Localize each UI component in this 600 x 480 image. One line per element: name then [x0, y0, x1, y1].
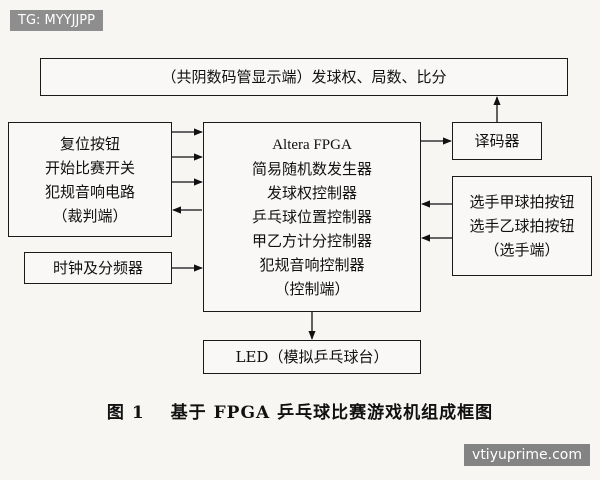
fpga-line: （控制端）: [274, 280, 350, 298]
referee-box: 复位按钮 开始比赛开关 犯规音响电路 （裁判端）: [8, 122, 172, 237]
clock-box-lines: 时钟及分频器: [53, 256, 143, 280]
figure-title: 基于 FPGA 乒乓球比赛游戏机组成框图: [170, 403, 494, 423]
watermark-bottom: vtiyuprime.com: [464, 444, 590, 466]
fpga-line: 犯规音响控制器: [259, 256, 365, 274]
fpga-line: 发球权控制器: [266, 184, 357, 202]
players-line: 选手甲球拍按钮: [469, 193, 575, 211]
led-label: LED（模拟乒乓球台）: [235, 348, 389, 366]
fpga-box-lines: Altera FPGA 简易随机数发生器 发球权控制器 乒乓球位置控制器 甲乙方…: [252, 133, 372, 301]
decoder-box-lines: 译码器: [474, 129, 519, 153]
display-box-lines: （共阴数码管显示端）发球权、局数、比分: [161, 65, 446, 89]
figure-caption: 图 1 基于 FPGA 乒乓球比赛游戏机组成框图: [0, 398, 600, 423]
players-line: （选手端）: [484, 241, 560, 259]
led-box-lines: LED（模拟乒乓球台）: [236, 345, 389, 369]
figure-number: 图 1: [106, 403, 145, 423]
display-label: （共阴数码管显示端）发球权、局数、比分: [161, 68, 447, 86]
players-box-lines: 选手甲球拍按钮 选手乙球拍按钮 （选手端）: [469, 190, 574, 262]
referee-line: （裁判端）: [52, 206, 128, 225]
display-box: （共阴数码管显示端）发球权、局数、比分: [40, 58, 568, 96]
fpga-line: 甲乙方计分控制器: [251, 232, 372, 250]
led-box: LED（模拟乒乓球台）: [203, 340, 421, 374]
decoder-label: 译码器: [474, 132, 520, 150]
referee-line: 复位按钮: [59, 134, 120, 153]
players-line: 选手乙球拍按钮: [469, 217, 575, 235]
decoder-box: 译码器: [452, 122, 542, 160]
fpga-title: Altera FPGA: [272, 137, 352, 153]
referee-line: 开始比赛开关: [44, 158, 135, 177]
players-box: 选手甲球拍按钮 选手乙球拍按钮 （选手端）: [452, 176, 592, 276]
referee-box-lines: 复位按钮 开始比赛开关 犯规音响电路 （裁判端）: [45, 132, 135, 228]
referee-line: 犯规音响电路: [44, 182, 135, 201]
fpga-line: 简易随机数发生器: [251, 160, 372, 178]
fpga-box: Altera FPGA 简易随机数发生器 发球权控制器 乒乓球位置控制器 甲乙方…: [203, 122, 421, 312]
watermark-top: TG: MYYJJPP: [10, 10, 103, 31]
clock-box: 时钟及分频器: [24, 252, 172, 284]
clock-label: 时钟及分频器: [52, 259, 143, 277]
fpga-line: 乒乓球位置控制器: [251, 208, 372, 226]
